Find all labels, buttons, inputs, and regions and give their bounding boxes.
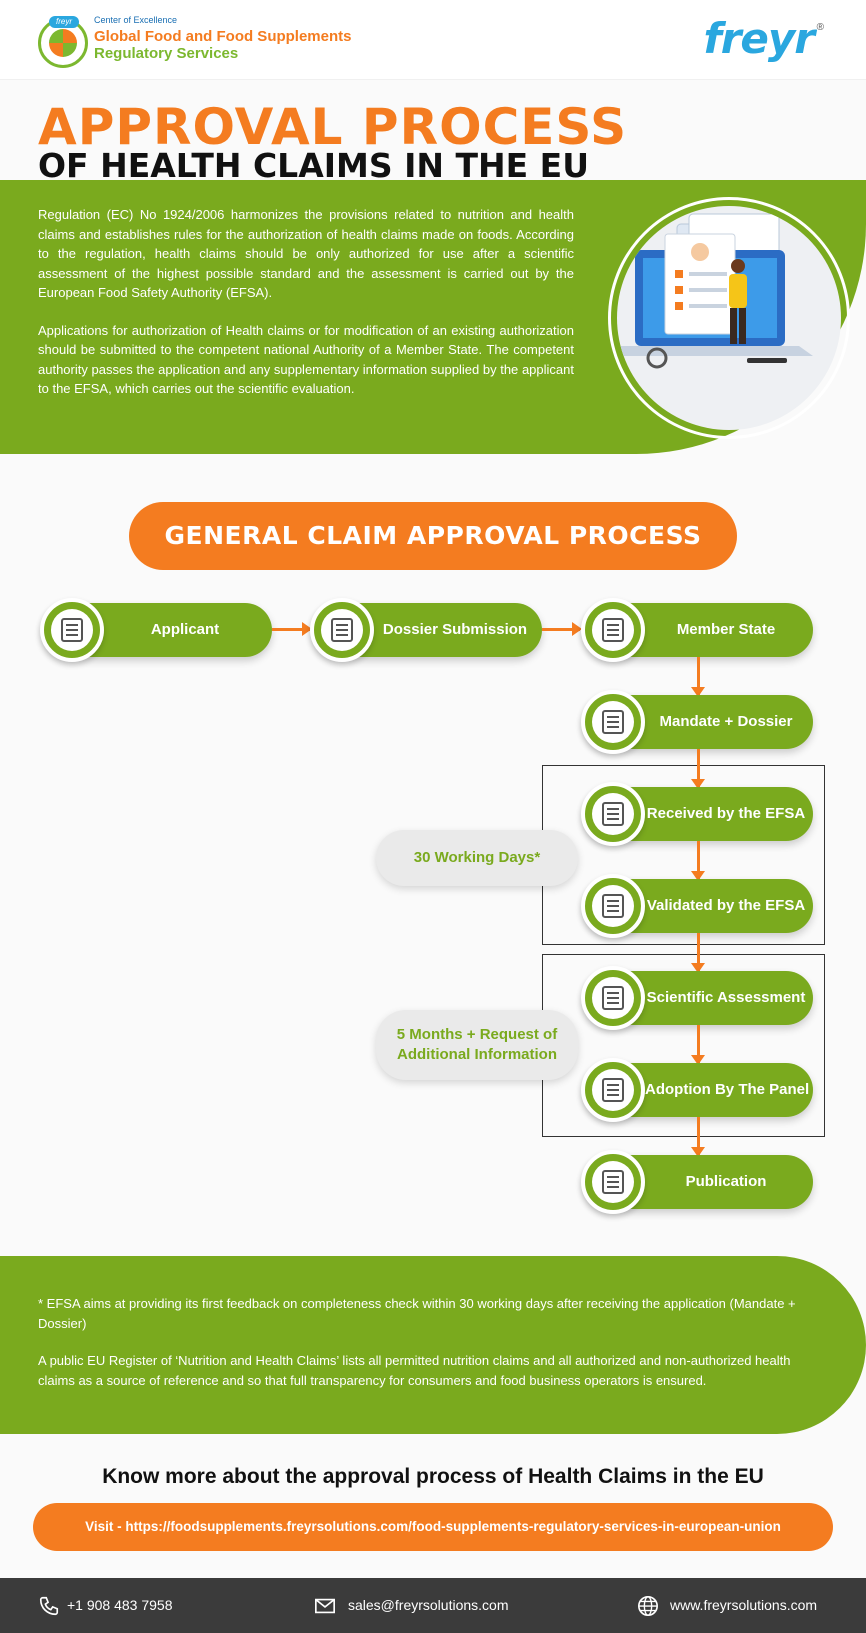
assessment-icon [581,966,645,1030]
received-icon [581,782,645,846]
note-1: * EFSA aims at providing its first feedb… [38,1296,796,1331]
logo-tag: freyr [49,16,79,28]
step-label: Dossier Submission [382,621,528,638]
notes-band [0,1256,866,1434]
know-more-heading: Know more about the approval process of … [102,1465,764,1488]
mail-icon [315,1598,335,1614]
center-of-excellence-label: Center of Excellence [94,15,178,25]
arrow-right [272,622,312,636]
note-2: A public EU Register of ‘Nutrition and H… [38,1353,791,1388]
phone-icon [39,1596,59,1616]
step-label: Adoption By The Panel [645,1081,810,1098]
footer: +1 908 483 7958 sales@freyrsolutions.com… [0,1578,866,1633]
member-state-icon [581,598,645,662]
notes: * EFSA aims at providing its first feedb… [38,1294,798,1391]
step-label: Member State [676,621,776,638]
step-label: Scientific Assessment [646,989,806,1006]
brand-line-2: Regulatory Services [94,45,239,62]
timeline-30-days: 30 Working Days* [376,830,578,886]
header: freyr Center of Excellence Global Food a… [0,0,866,80]
laptop-checklist-illustration [617,206,841,430]
step-publication: Publication [581,1150,813,1214]
intro-text: Regulation (EC) No 1924/2006 harmonizes … [38,205,574,399]
publication-icon [581,1150,645,1214]
visit-link[interactable]: Visit - https://foodsupplements.freyrsol… [33,1503,833,1551]
intro-paragraph-1: Regulation (EC) No 1924/2006 harmonizes … [38,207,574,300]
step-member-state: Member State [581,598,813,662]
arrow-down [691,749,705,789]
footer-website[interactable]: www.freyrsolutions.com [670,1597,818,1613]
timeline-5-months-line-2: Additional Information [397,1046,557,1063]
registered-mark: ® [816,22,824,33]
page-title-line-2: OF HEALTH CLAIMS IN THE EU [38,146,590,185]
validated-icon [581,874,645,938]
dossier-icon [310,598,374,662]
step-mandate-dossier: Mandate + Dossier [581,690,813,754]
arrow-down [691,1025,705,1065]
arrow-down [691,841,705,881]
step-label: Publication [685,1173,767,1190]
applicant-icon [40,598,104,662]
step-validated-efsa: Validated by the EFSA [581,874,813,938]
step-applicant: Applicant [40,598,272,662]
step-label: Received by the EFSA [646,805,806,822]
step-label: Validated by the EFSA [646,897,806,914]
timeline-5-months: 5 Months + Request of Additional Informa… [376,1010,578,1080]
footer-email[interactable]: sales@freyrsolutions.com [348,1597,509,1613]
illustration-ring [608,197,850,439]
page-title-line-1: APPROVAL PROCESS [38,98,628,156]
arrow-down [691,933,705,973]
mandate-icon [581,690,645,754]
step-adoption-panel: Adoption By The Panel [581,1058,813,1122]
adoption-icon [581,1058,645,1122]
freyr-logo[interactable]: freyr [703,14,815,63]
footer-phone[interactable]: +1 908 483 7958 [67,1597,173,1613]
arrow-right [542,622,582,636]
process-heading: GENERAL CLAIM APPROVAL PROCESS [129,502,737,570]
intro-paragraph-2: Applications for authorization of Health… [38,322,574,397]
step-received-efsa: Received by the EFSA [581,782,813,846]
step-label: Mandate + Dossier [659,713,793,730]
timeline-5-months-line-1: 5 Months + Request of [396,1026,558,1043]
arrow-down [691,657,705,697]
brand-line-1: Global Food and Food Supplements [94,28,352,45]
step-dossier-submission: Dossier Submission [310,598,542,662]
arrow-down [691,1117,705,1157]
step-scientific-assessment: Scientific Assessment [581,966,813,1030]
step-label: Applicant [150,621,220,638]
globe-icon [638,1596,658,1616]
